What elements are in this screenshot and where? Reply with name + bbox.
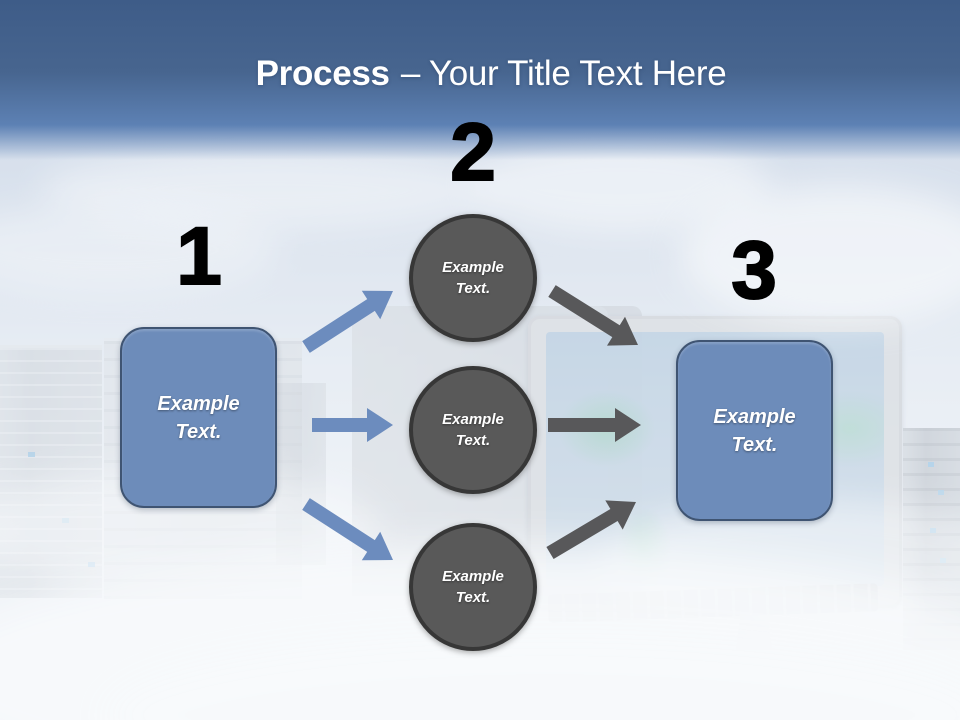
step1-number: 1 (175, 211, 223, 302)
step1-label: Example Text. (157, 392, 240, 443)
title-banner (0, 0, 960, 160)
keyboard-image (547, 583, 879, 623)
step1-box[interactable]: Example Text. (120, 327, 277, 508)
server-led-lights (28, 452, 35, 457)
step3-box[interactable]: Example Text. (676, 340, 833, 521)
cloud-image (0, 205, 280, 295)
server-rack-image (0, 345, 102, 598)
slide-title: Process – Your Title Text Here (0, 54, 960, 94)
server-rack-image (276, 383, 326, 565)
cloud-image (680, 185, 960, 325)
cloud-image (40, 150, 500, 230)
step3-label: Example Text. (713, 405, 796, 456)
server-rack-image (903, 428, 960, 650)
step2-circle-3[interactable]: Example Text. (409, 523, 537, 651)
step2-circle-3-label: Example Text. (442, 568, 504, 606)
title-text: – Your Title Text Here (400, 54, 727, 93)
step2-circle-1[interactable]: Example Text. (409, 214, 537, 342)
step2-circle-2[interactable]: Example Text. (409, 366, 537, 494)
step2-circle-2-label: Example Text. (442, 411, 504, 449)
monitor-stand-image (736, 606, 772, 650)
server-led-lights (928, 462, 934, 467)
step2-circle-1-label: Example Text. (442, 259, 504, 297)
step2-number: 2 (449, 107, 497, 198)
cloud-image (100, 630, 960, 720)
step3-number: 3 (730, 225, 778, 316)
title-keyword: Process (255, 54, 390, 93)
